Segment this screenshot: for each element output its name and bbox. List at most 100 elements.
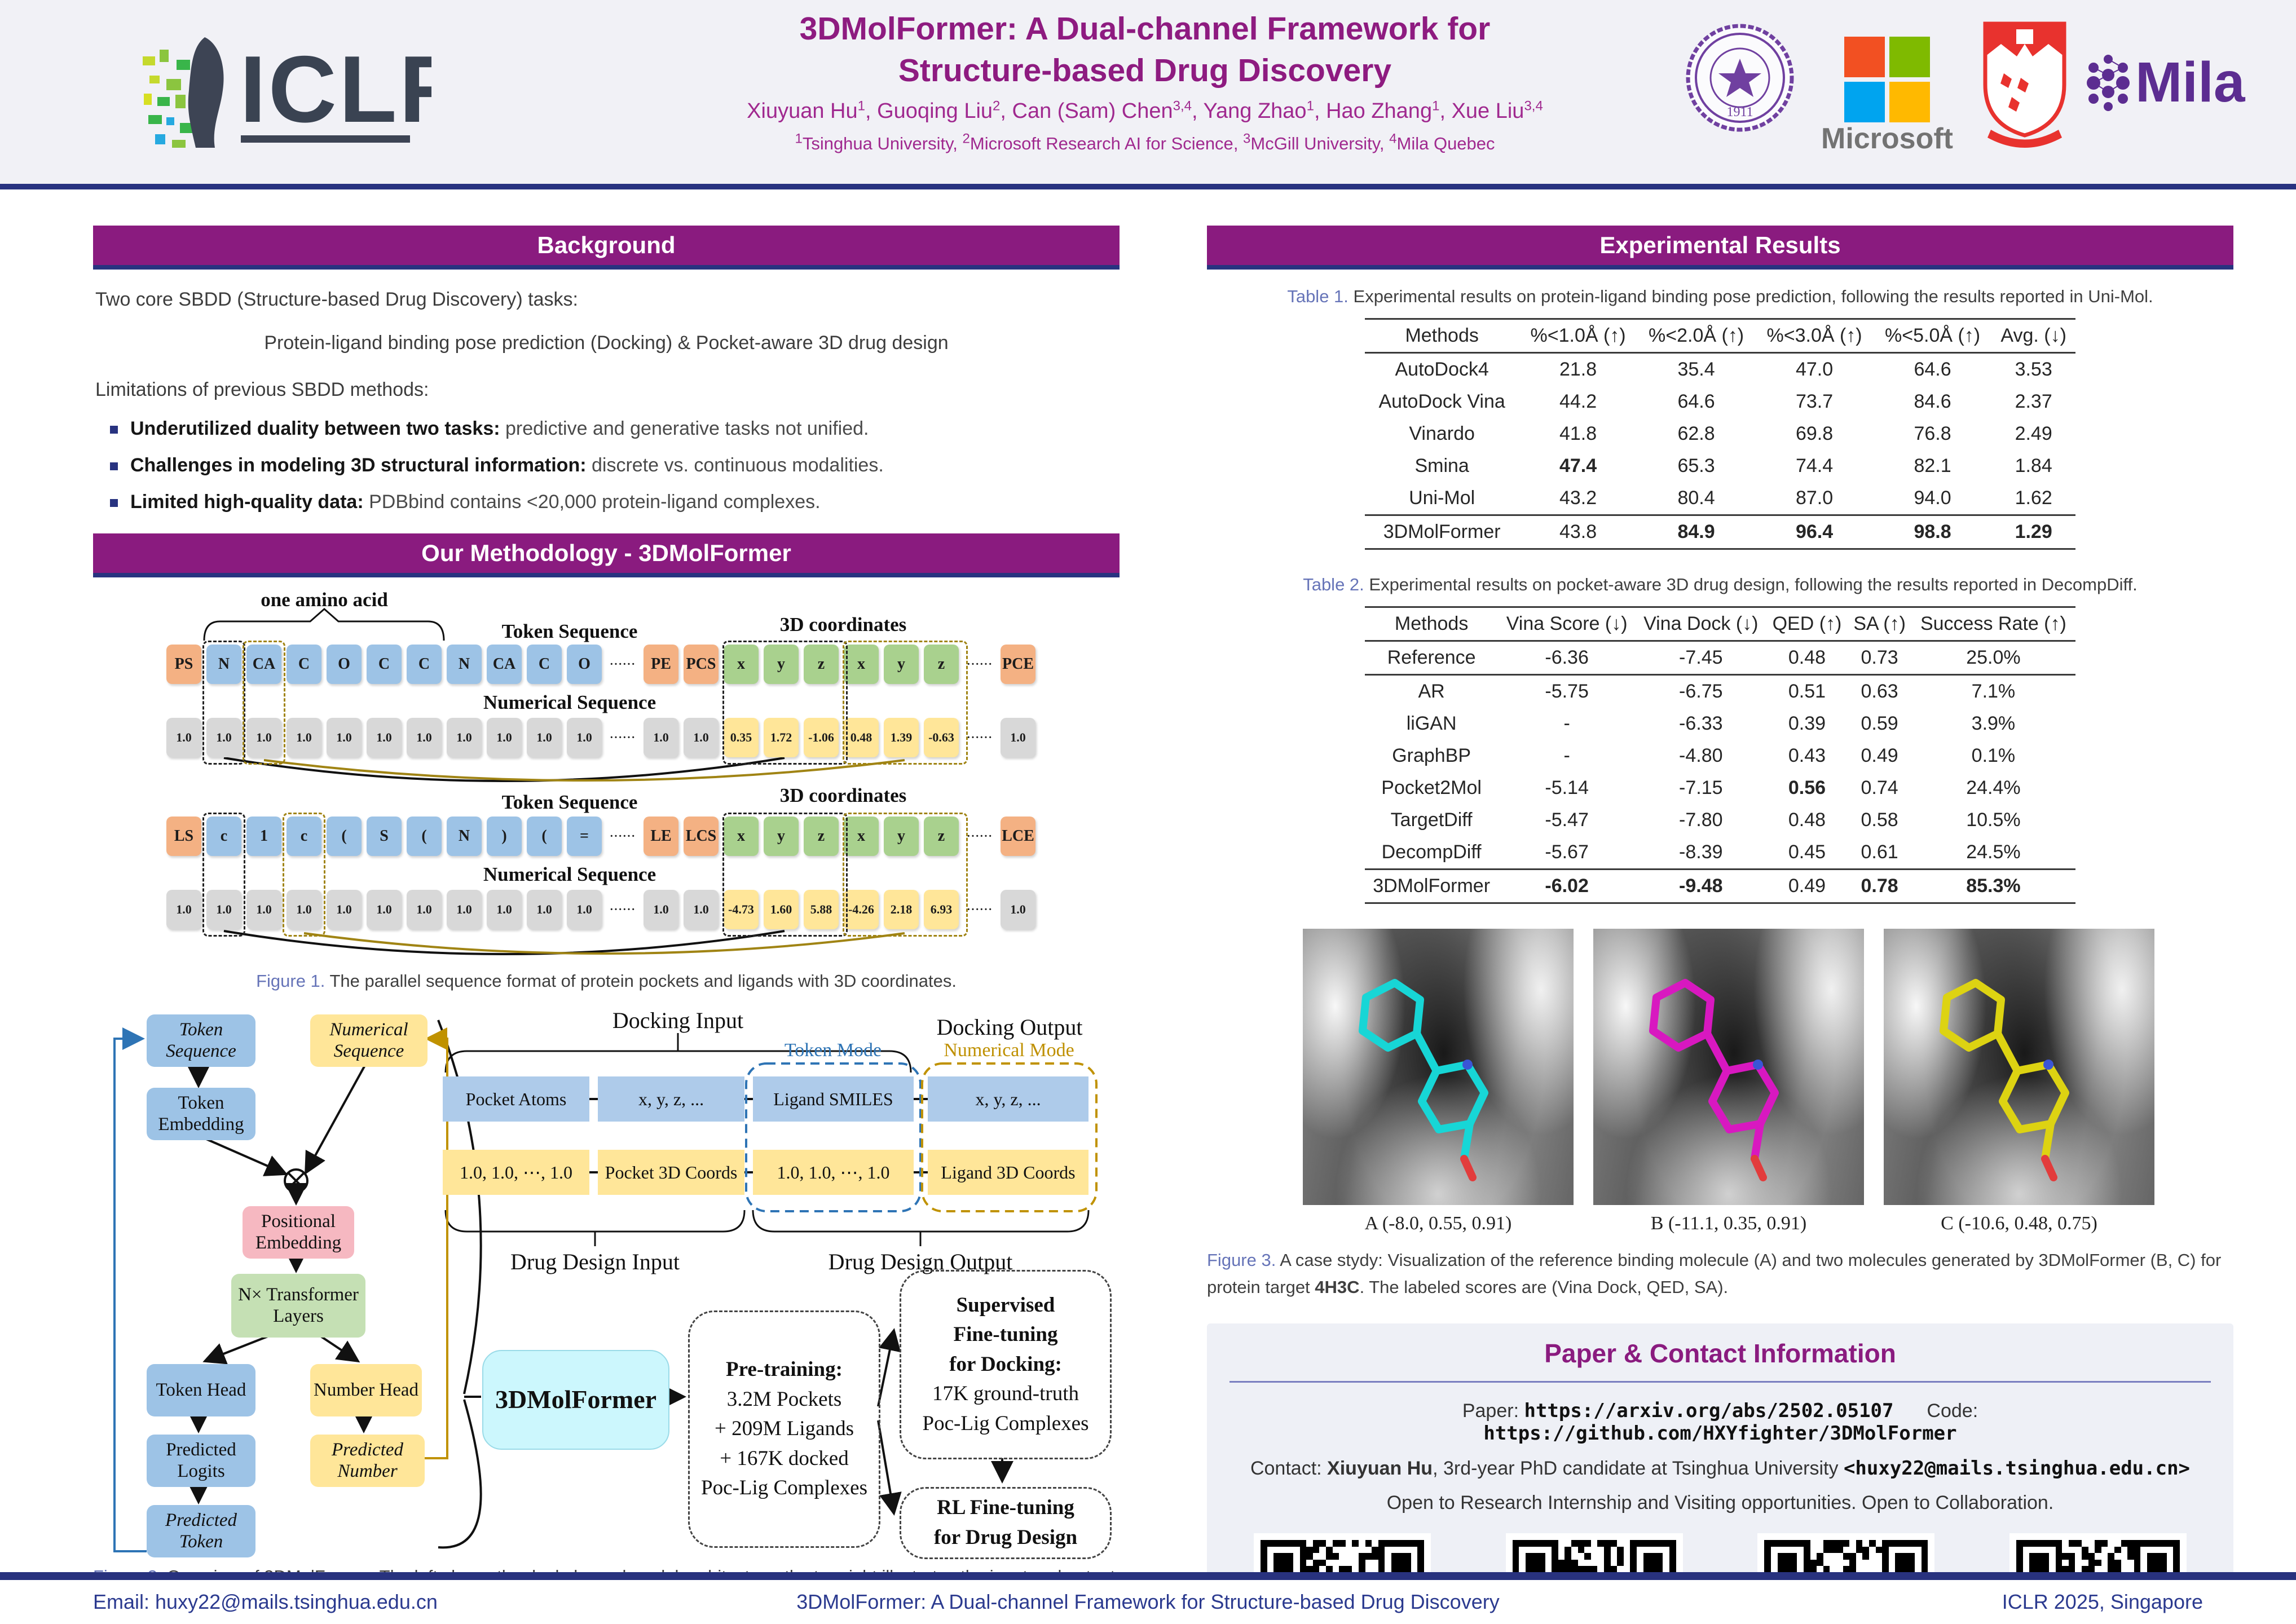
bullet-text: Limited high-quality data: PDBbind conta…: [130, 491, 821, 513]
table-cell: 7.1%: [1971, 681, 2016, 702]
table-cell: -7.45: [1636, 641, 1766, 676]
table-cell: 85.3%: [1911, 868, 2075, 903]
token-cell: LCE: [1001, 817, 1035, 856]
number-cell: 1.0: [327, 718, 362, 757]
column-header: %<2.0Å (↑): [1637, 319, 1756, 354]
token-cell: ): [487, 817, 522, 856]
drug-design-input-label: Drug Design Input: [510, 1249, 680, 1274]
io-cell: 1.0, 1.0, ⋯, 1.0: [753, 1150, 914, 1195]
table-cell: Uni-Mol: [1409, 487, 1475, 509]
rl-line: RL Fine-tuning: [937, 1496, 1074, 1520]
node-token-embedding: Token Embedding: [147, 1088, 255, 1140]
protein-panel: B (-11.1, 0.35, 0.91): [1593, 929, 1864, 1234]
token-cell: ······: [609, 657, 636, 670]
figure3-caption: Figure 3. A case stydy: Visualization of…: [1207, 1250, 2222, 1298]
table-cell: 44.2: [1559, 391, 1597, 412]
io-cell: Pocket Atoms: [443, 1076, 589, 1122]
table-cell: -8.39: [1679, 841, 1723, 863]
token-cell: C: [527, 645, 562, 684]
affiliations-line: 1Tsinghua University, 2Microsoft Researc…: [649, 131, 1641, 154]
svg-text:ICLR: ICLR: [240, 36, 431, 142]
token-cell: 1: [246, 817, 281, 856]
paper-url-link[interactable]: https://arxiv.org/abs/2502.05107: [1524, 1400, 1894, 1423]
column-header: Methods: [1365, 319, 1519, 354]
footer-title: 3DMolFormer: A Dual-channel Framework fo…: [796, 1590, 1500, 1613]
panel-score-label: B (-11.1, 0.35, 0.91): [1650, 1213, 1807, 1234]
email-link[interactable]: <huxy22@mails.tsinghua.edu.cn>: [1843, 1457, 2191, 1480]
mila-logo-icon: Mila: [2087, 51, 2246, 114]
token-cell: PE: [644, 645, 678, 684]
table-cell: 0.61: [1861, 841, 1898, 863]
token-cell: LS: [166, 817, 201, 856]
model-box-3dmolformer: 3DMolFormer: [482, 1350, 669, 1450]
table-cell: 25.0%: [1911, 641, 2075, 676]
column-header: %<1.0Å (↑): [1519, 319, 1637, 354]
number-cell: 1.0: [684, 890, 719, 929]
code-url-link[interactable]: https://github.com/HXYfighter/3DMolForme…: [1483, 1422, 1957, 1445]
figure2: Token Sequence Numerical Sequence Token …: [93, 1008, 1120, 1559]
table-cell: 76.8: [1914, 423, 1951, 444]
background-line1: Two core SBDD (Structure-based Drug Disc…: [95, 289, 578, 310]
table2-caption: Table 2. Experimental results on pocket-…: [1303, 575, 2138, 594]
number-cell: 1.0: [567, 890, 602, 929]
table-cell: -5.47: [1545, 809, 1589, 831]
number-cell: 1.0: [206, 890, 241, 929]
number-cell: 1.0: [407, 890, 442, 929]
column-header: Methods: [1365, 607, 1499, 642]
column-header: Vina Dock (↓): [1636, 607, 1766, 642]
fig1-3d-label: 3D coordinates: [779, 784, 907, 806]
background-line2: Protein-ligand binding pose prediction (…: [264, 332, 949, 354]
number-cell: ······: [609, 731, 636, 744]
table-cell: 1.29: [1991, 514, 2075, 549]
number-cell: 1.0: [367, 890, 402, 929]
io-cell: Pocket 3D Coords: [598, 1150, 744, 1195]
table-cell: 0.73: [1848, 641, 1911, 676]
svg-text:1911: 1911: [1726, 105, 1753, 120]
microsoft-logo-icon: Microsoft: [1821, 37, 1953, 155]
bullet-item: Underutilized duality between two tasks:…: [110, 418, 1120, 440]
token-cell: y: [764, 817, 799, 856]
token-cell: N: [447, 645, 482, 684]
author: Can (Sam) Chen3,4,: [1012, 98, 1204, 123]
number-cell: 1.39: [884, 718, 919, 757]
table-cell: 47.0: [1795, 359, 1834, 380]
table-cell: Reference: [1365, 641, 1499, 676]
protein-pocket-image: [1884, 929, 2154, 1205]
section-results-header: Experimental Results: [1207, 226, 2233, 270]
ligand-molecule-icon: [1940, 979, 2069, 1181]
node-numerical-sequence: Numerical Sequence: [310, 1014, 428, 1067]
fig1-num-seq-label: Numerical Sequence: [483, 863, 656, 885]
author: Yang Zhao1,: [1203, 98, 1327, 123]
dashed-box-xyz: [843, 813, 968, 937]
token-cell: y: [764, 645, 799, 684]
column-header: %<3.0Å (↑): [1755, 319, 1874, 354]
number-cell: 1.0: [447, 890, 482, 929]
table-cell: 73.7: [1795, 391, 1834, 412]
column-header: Vina Score (↓): [1498, 607, 1636, 642]
docking-output-label: Docking Output: [936, 1014, 1083, 1040]
table-cell: 0.48: [1766, 641, 1848, 676]
table-cell: 41.8: [1559, 423, 1597, 444]
token-cell: y: [884, 645, 919, 684]
io-cell: Ligand 3D Coords: [928, 1150, 1088, 1195]
io-cell: 1.0, 1.0, ⋯, 1.0: [443, 1150, 589, 1195]
pretraining-line: Pre-training:: [726, 1358, 843, 1382]
table-cell: 69.8: [1795, 423, 1834, 444]
token-cell: O: [567, 645, 602, 684]
mcgill-logo-icon: [1983, 21, 2066, 148]
table-cell: 3.9%: [1971, 713, 2016, 734]
table-cell: 21.8: [1559, 359, 1597, 380]
token-cell: x: [844, 645, 879, 684]
column-header: %<5.0Å (↑): [1873, 319, 1992, 354]
dashed-box-xyz: [843, 641, 968, 765]
open-line: Open to Research Internship and Visiting…: [1386, 1492, 2054, 1514]
rl-line: for Drug Design: [933, 1526, 1078, 1549]
number-cell: 1.0: [367, 718, 402, 757]
dashed-box-xyz: [722, 641, 848, 765]
